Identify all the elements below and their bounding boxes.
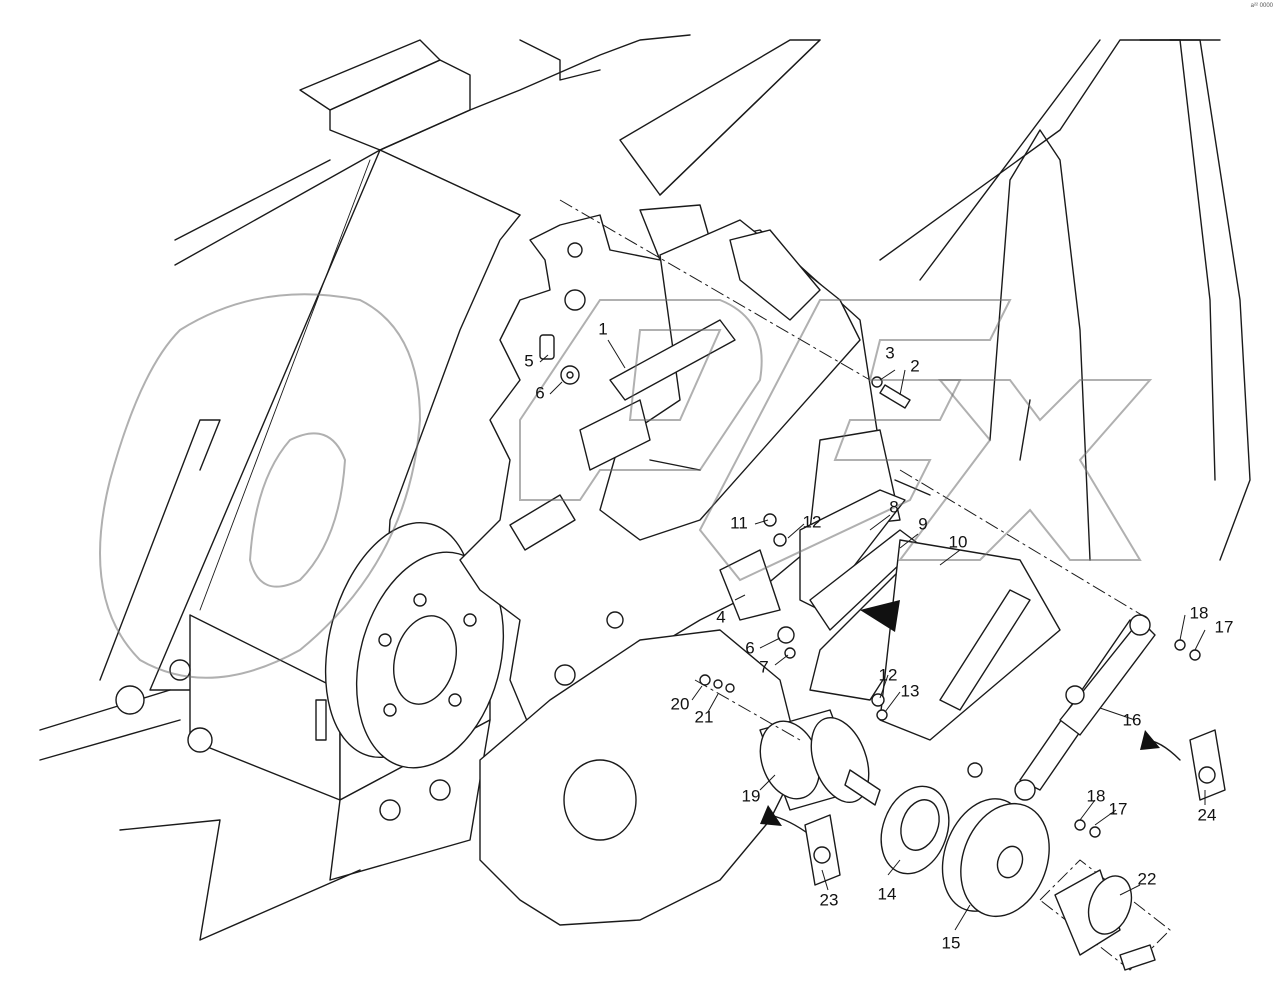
fasteners <box>539 334 983 778</box>
callout-6a: 6 <box>535 383 544 402</box>
assembly-axes <box>559 199 1151 741</box>
callout-labels: 1 2 3 4 5 6 6 7 8 9 10 11 12 12 13 14 15… <box>524 319 1233 952</box>
callout-21: 21 <box>695 707 714 726</box>
callout-20: 20 <box>671 694 690 713</box>
callout-17a: 17 <box>1215 617 1234 636</box>
callout-24: 24 <box>1198 805 1217 824</box>
hydraulic-motor <box>699 674 881 811</box>
tensioner-assembly <box>719 429 1061 741</box>
callout-10: 10 <box>949 532 968 551</box>
callout-2: 2 <box>910 356 919 375</box>
callout-6b: 6 <box>745 638 754 657</box>
corner-tag: a²² 0000 <box>1250 3 1273 9</box>
callout-5: 5 <box>524 351 533 370</box>
left-pulley <box>324 521 505 769</box>
hydraulic-cylinder <box>1014 614 1201 838</box>
callout-22: 22 <box>1138 869 1157 888</box>
callout-12a: 12 <box>803 512 822 531</box>
flange-ring <box>880 785 950 875</box>
hub-cap <box>1039 859 1171 971</box>
bracket-arm <box>579 219 861 541</box>
callout-12b: 12 <box>879 665 898 684</box>
callout-17b: 17 <box>1109 799 1128 818</box>
speed-sensor-24 <box>1189 729 1226 801</box>
callout-7: 7 <box>759 657 768 676</box>
callout-16: 16 <box>1123 710 1142 729</box>
callout-15: 15 <box>942 933 961 952</box>
callout-18b: 18 <box>1087 786 1106 805</box>
callout-14: 14 <box>878 884 897 903</box>
callout-3: 3 <box>885 343 894 362</box>
leader-lines <box>539 339 1206 931</box>
callout-8: 8 <box>889 497 898 516</box>
speed-sensor-23 <box>804 814 841 886</box>
watermark-opex <box>99 293 1153 679</box>
callout-13: 13 <box>901 681 920 700</box>
callout-18a: 18 <box>1190 603 1209 622</box>
callout-11: 11 <box>730 513 748 532</box>
callout-1: 1 <box>598 319 607 338</box>
callout-19: 19 <box>742 786 761 805</box>
drive-pulley <box>941 798 1050 918</box>
chain-guard <box>39 149 521 761</box>
lower-cover <box>479 629 801 926</box>
callout-4: 4 <box>716 607 725 626</box>
callout-23: 23 <box>820 890 839 909</box>
chassis-frame <box>174 34 1251 561</box>
callout-9: 9 <box>918 514 927 533</box>
